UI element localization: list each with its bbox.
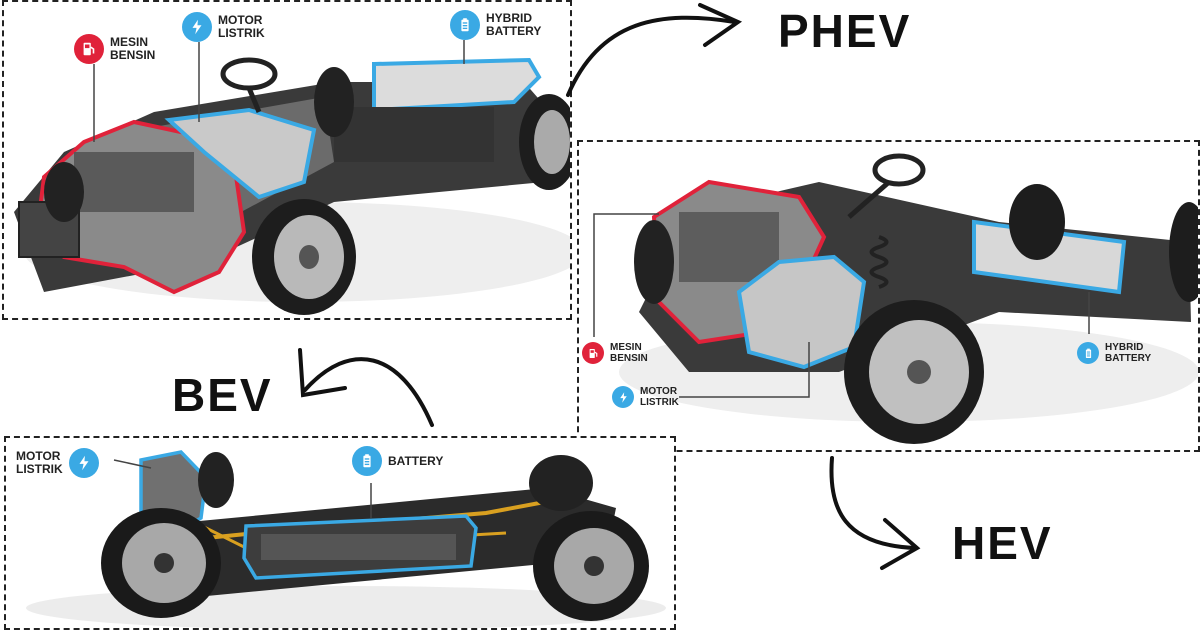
bev-battery-callout: BATTERY — [352, 446, 443, 476]
hev-rear-wheel — [1009, 184, 1198, 302]
fuel-pump-icon — [74, 34, 104, 64]
phev-battery-label: HYBRID BATTERY — [486, 11, 542, 38]
hev-arrow — [829, 456, 921, 570]
hev-front-wheel — [844, 300, 984, 444]
bev-battery-label: BATTERY — [388, 453, 444, 468]
fuel-pump-icon — [582, 342, 604, 364]
hev-motor-callout: MOTOR LISTRIK — [612, 386, 679, 408]
phev-motor-callout: MOTOR LISTRIK — [182, 12, 265, 42]
phev-title: PHEV — [778, 5, 912, 57]
hev-battery-label: HYBRID BATTERY — [1105, 342, 1152, 364]
phev-motor-label: MOTOR LISTRIK — [218, 13, 265, 40]
bev-rear-wheel — [533, 511, 649, 621]
lightning-bolt-icon — [612, 386, 634, 408]
bev-panel: MOTOR LISTRIK BATTERY — [4, 436, 676, 630]
hev-title: HEV — [952, 517, 1053, 569]
bev-front-wheel — [101, 508, 221, 618]
bev-motor-label: MOTOR LISTRIK — [16, 449, 63, 476]
hev-panel: MESIN BENSIN MOTOR LISTRIK HYBRID BATTER… — [577, 140, 1200, 452]
hev-battery-callout: HYBRID BATTERY — [1077, 342, 1151, 364]
phev-rear-wheel — [519, 94, 570, 190]
bev-title: BEV — [172, 369, 273, 421]
battery-icon — [1077, 342, 1099, 364]
hev-engine-callout: MESIN BENSIN — [582, 342, 648, 364]
lightning-bolt-icon — [68, 448, 99, 478]
phev-arrow — [566, 3, 743, 97]
phev-engine-label: MESIN BENSIN — [110, 35, 156, 62]
battery-icon — [450, 10, 480, 40]
phev-motor-outline — [164, 107, 317, 200]
phev-chassis-illustration — [14, 40, 570, 315]
phev-battery-callout: HYBRID BATTERY — [450, 10, 541, 40]
hev-chassis-illustration — [593, 153, 1198, 444]
phev-engine-callout: MESIN BENSIN — [74, 34, 155, 64]
hev-motor-label: MOTOR LISTRIK — [640, 386, 679, 408]
hev-motor-outline — [736, 254, 867, 370]
hev-battery-outline — [972, 219, 1127, 295]
phev-panel: MESIN BENSIN MOTOR LISTRIK HYBRID BATTER… — [2, 0, 572, 320]
bev-motor-callout: MOTOR LISTRIK — [16, 448, 99, 478]
bev-chassis-illustration — [26, 450, 666, 628]
lightning-bolt-icon — [182, 12, 212, 42]
bev-arrow — [298, 348, 434, 427]
phev-battery-outline — [372, 57, 542, 113]
hev-engine-label: MESIN BENSIN — [610, 342, 648, 364]
battery-icon — [352, 446, 382, 476]
phev-front-wheel — [252, 199, 356, 315]
